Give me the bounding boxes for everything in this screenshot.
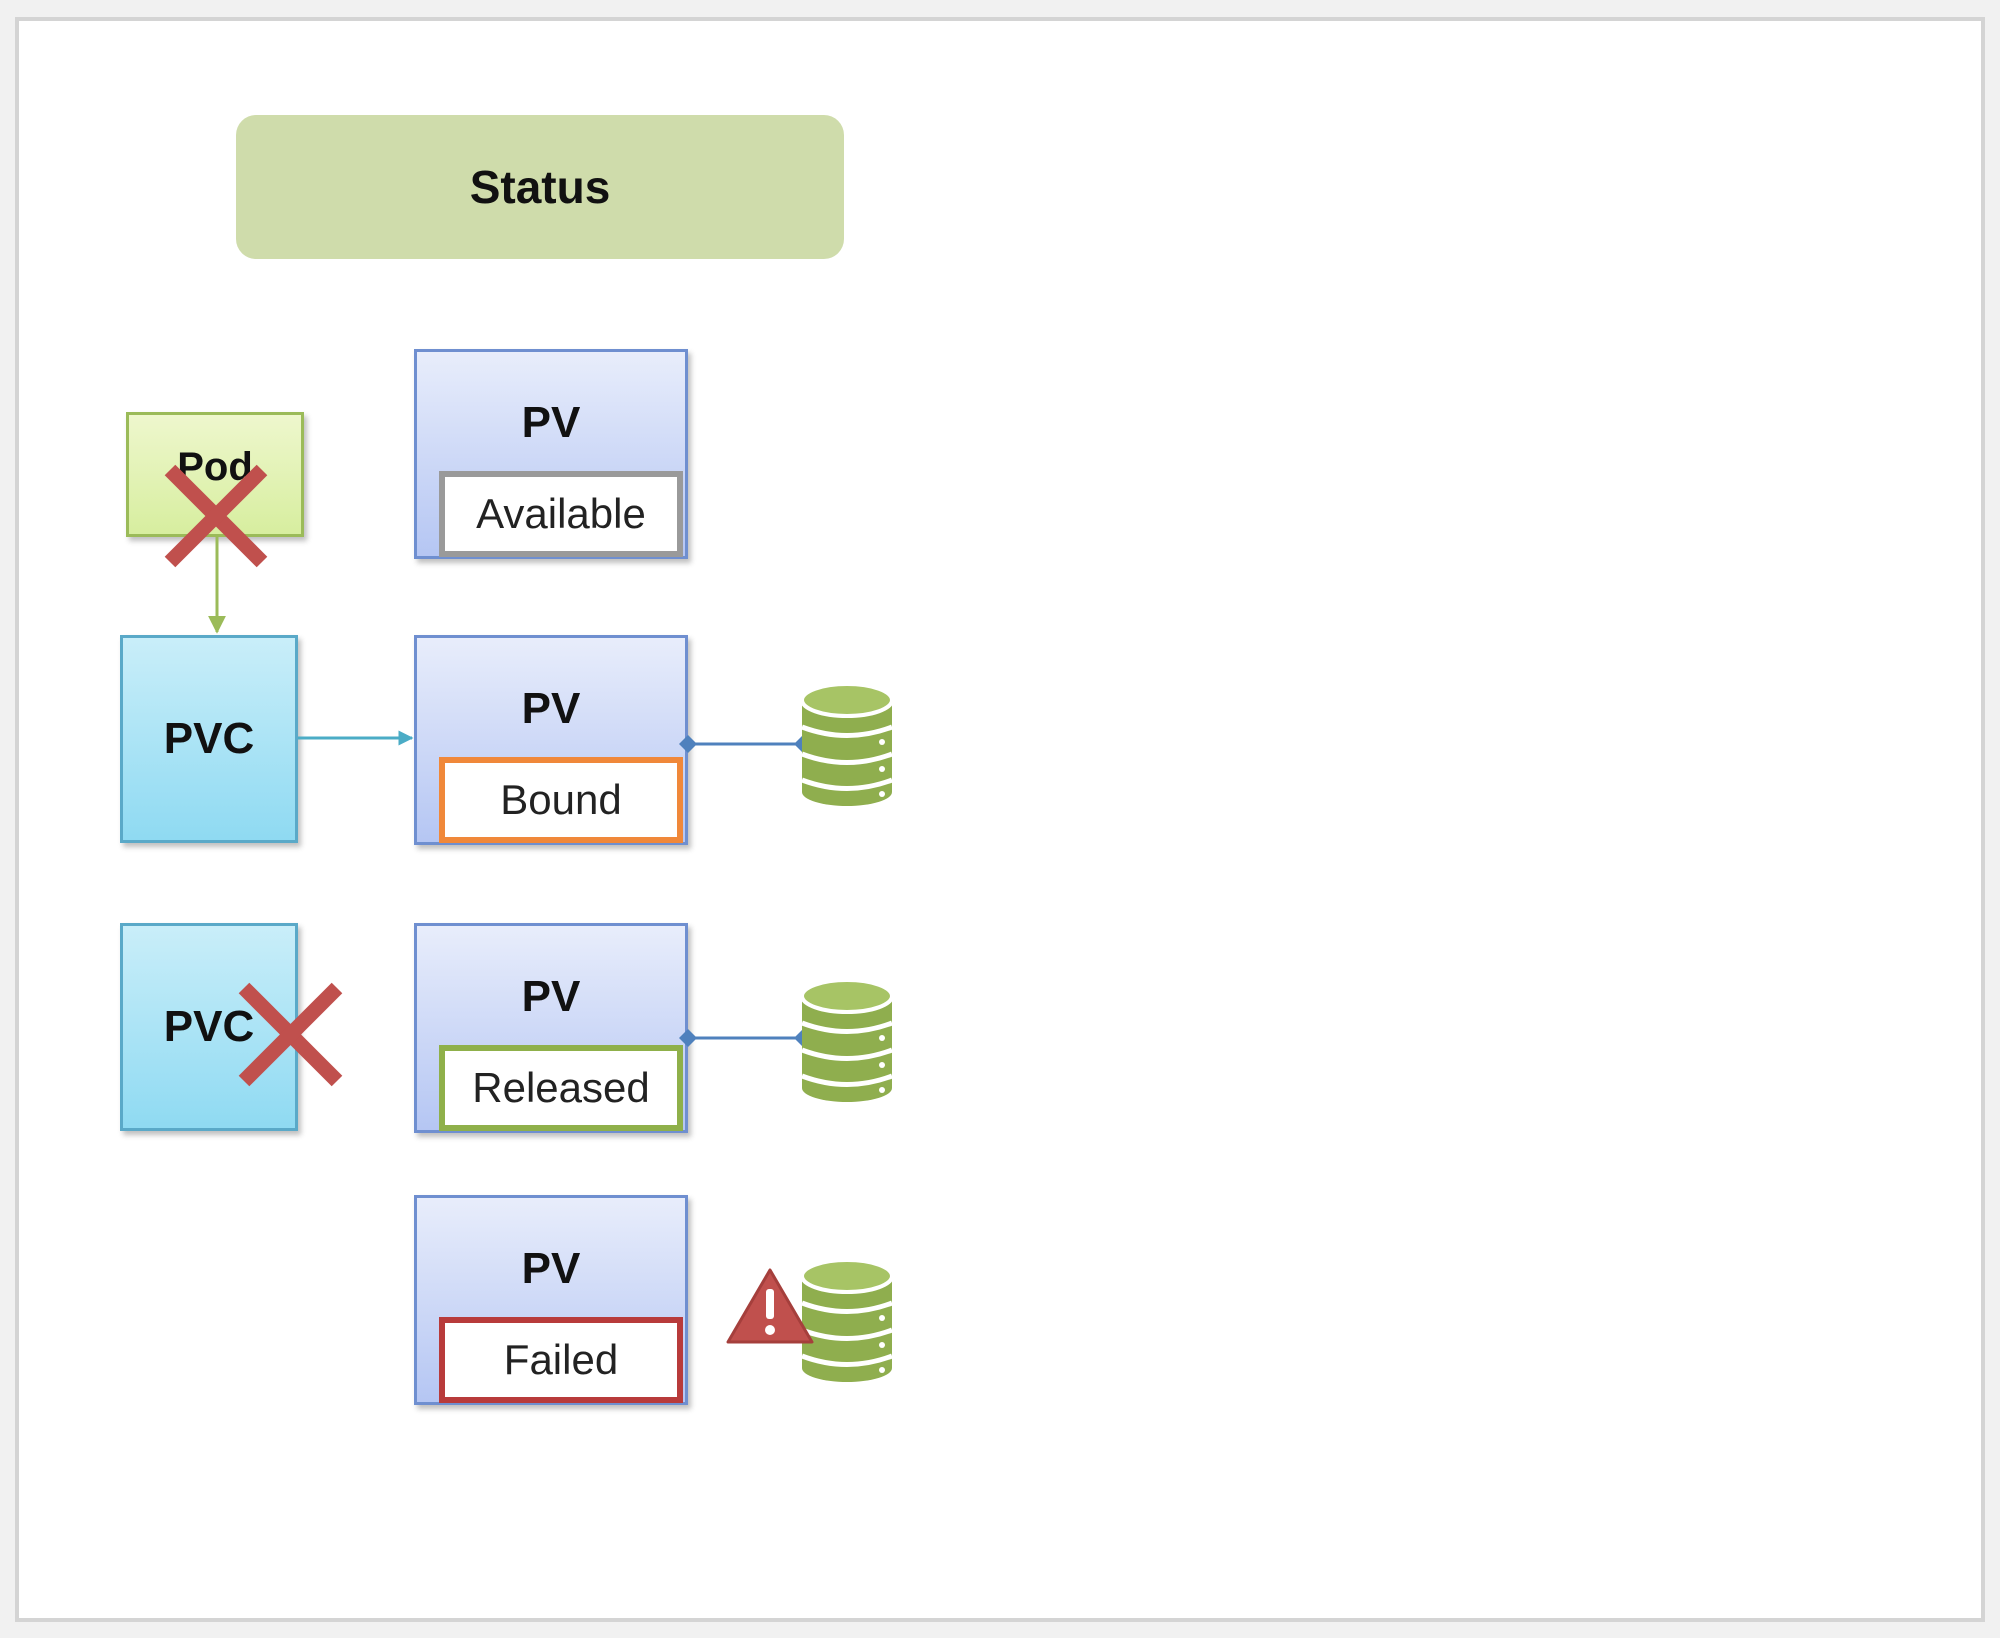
released-storage-link — [679, 1029, 812, 1047]
pvc-label: PVC — [163, 1002, 255, 1051]
status-header: Status — [236, 115, 844, 259]
pv-status-released: Released — [439, 1045, 683, 1131]
database-icon — [802, 684, 892, 806]
pv-box-released: PV Released — [414, 923, 688, 1133]
pvc-box-bound: PVC — [120, 635, 298, 843]
pvc-box-deleted: PVC — [120, 923, 298, 1131]
pv-status-text: Bound — [500, 776, 622, 823]
warning-icon — [726, 1268, 814, 1344]
pv-box-failed: PV Failed — [414, 1195, 688, 1405]
close-icon — [164, 464, 268, 568]
pv-title: PV — [521, 398, 581, 447]
database-icon — [802, 1260, 892, 1382]
pv-title: PV — [521, 972, 581, 1021]
pv-box-available: PV Available — [414, 349, 688, 559]
pvc-label: PVC — [163, 714, 255, 763]
bound-storage-link — [679, 735, 812, 753]
pv-status-text: Available — [476, 490, 646, 537]
status-header-title: Status — [469, 161, 611, 213]
pv-status-text: Failed — [503, 1336, 619, 1383]
pv-status-text: Released — [472, 1064, 650, 1111]
pv-status-failed: Failed — [439, 1317, 683, 1403]
slide-canvas — [15, 17, 1985, 1622]
close-icon — [238, 982, 343, 1087]
pv-title: PV — [521, 684, 581, 733]
pv-status-bound: Bound — [439, 757, 683, 843]
database-icon — [802, 980, 892, 1102]
pv-status-available: Available — [439, 471, 683, 557]
pv-title: PV — [521, 1244, 581, 1293]
